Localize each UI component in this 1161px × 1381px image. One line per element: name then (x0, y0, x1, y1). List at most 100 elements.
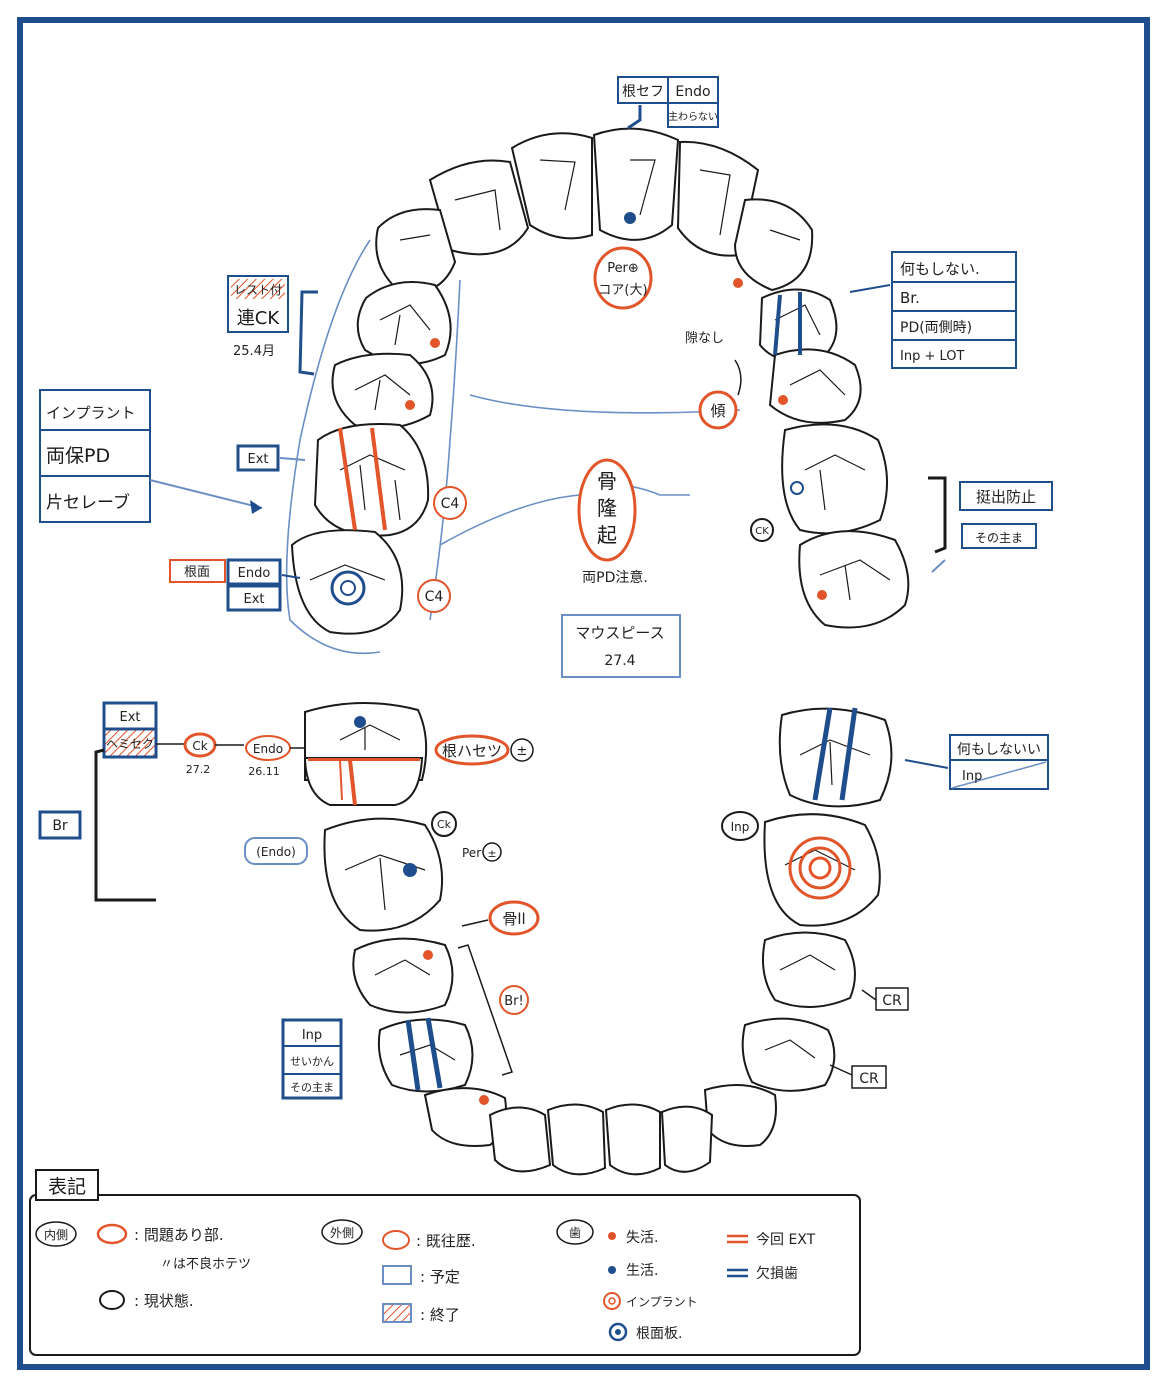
tooth-lower-premolar-r1 (762, 931, 856, 1009)
anno-inp-stack: Inp せいかん その主ま (281, 1018, 343, 1100)
option-selev: 片セレーブ (46, 492, 130, 513)
legend-missing: 欠損歯 (756, 1266, 798, 1282)
label-br-lower: Br (52, 818, 68, 834)
label-ck-upper: CK (755, 526, 769, 537)
anno-right-lower-options: 挺出防止 その主ま (928, 476, 1053, 573)
label-bone-2: 隆 (597, 496, 617, 520)
label-note-top: 主わらない (668, 111, 718, 123)
tooth-lower-incisor-2 (546, 1103, 607, 1176)
option-implant: インプラント (46, 404, 136, 422)
anno-ck2-lower: Ck (431, 811, 457, 837)
anno-ext-upper: Ext (236, 444, 306, 472)
markers-upper (330, 212, 827, 606)
legend-title: 表記 (48, 1176, 86, 1198)
legend-inner-bad: 〃は不良ホテツ (160, 1256, 251, 1272)
label-plusminus: ± (517, 744, 528, 759)
fissures-upper (309, 159, 891, 601)
option-br: Br. (900, 289, 920, 307)
anno-right-options: 何もしない. Br. PD(両側時) Inp + LOT (849, 251, 1017, 369)
label-bone-1: 骨 (597, 469, 617, 493)
option-pd-both: 両保PD (46, 445, 110, 467)
legend-implant: インプラント (626, 1295, 698, 1309)
option-keep-lower: その主ま (290, 1081, 334, 1094)
tooth-lower-incisor-1 (488, 1106, 552, 1173)
label-hemisection: ヘミセク (106, 737, 154, 751)
tooth-lower-premolar-r2 (741, 1017, 836, 1092)
anno-left-options: インプラント 両保PD 片セレーブ (39, 389, 263, 523)
label-root-surface: 根面 (184, 565, 210, 580)
label-ck-date: 27.2 (186, 763, 211, 776)
lower-arch (303, 701, 893, 1176)
tooth-upper-molar-r2 (798, 530, 910, 629)
label-ext-upper: Ext (247, 452, 268, 467)
label-cr2: CR (859, 1071, 879, 1087)
label-gap: 隙なし (685, 331, 724, 346)
label-ext-lower: Ext (119, 710, 140, 725)
tooth-lower-molar-l2 (323, 817, 444, 932)
anno-inp-right: Inp (721, 811, 759, 841)
tooth-upper-canine-left (375, 208, 457, 294)
label-rest-date: 25.4月 (233, 344, 275, 359)
label-bone-3: 起 (597, 523, 617, 547)
option-keep: その主ま (975, 531, 1023, 545)
anno-bone: 骨 隆 起 両PD注意. (577, 458, 648, 586)
legend-planned: : 予定 (420, 1268, 460, 1286)
label-per: Per⊕ (607, 261, 639, 276)
legend-vital-dot (608, 1266, 616, 1274)
anno-root-crack: 根ハセツ ± (434, 734, 534, 766)
tooth-lower-molar-l1-bottom (303, 757, 424, 806)
tooth-upper-incisor-center (592, 127, 680, 241)
label-endo2: (Endo) (256, 845, 296, 859)
label-root-crack: 根ハセツ (442, 742, 502, 760)
legend-devital: 失活. (626, 1230, 658, 1246)
anno-br-lower: Br (38, 810, 82, 840)
anno-ck-upper: CK (750, 518, 774, 542)
anno-upper-center-top: 根セフ Endo 主わらない (617, 76, 719, 130)
option-seikan: せいかん (290, 1055, 334, 1068)
legend-inner-label: 内側 (44, 1228, 68, 1242)
anno-c4-upper: C4 (433, 486, 467, 520)
tooth-upper-premolar-l1 (356, 281, 452, 365)
label-mouthpiece: マウスピース (575, 624, 664, 642)
anno-root-endo: 根面 Endo Ext (169, 558, 301, 612)
label-core: コア(大) (598, 283, 647, 298)
label-rest: レスト付 (234, 283, 282, 297)
tooth-lower-incisor-4 (660, 1105, 714, 1173)
anno-per-lower: Per ± (462, 842, 502, 862)
tooth-lower-canine-r (703, 1084, 777, 1147)
tooth-upper-lateral-left (428, 159, 530, 256)
tooth-upper-incisor-left (510, 132, 593, 240)
label-cr1: CR (882, 993, 902, 1009)
option-nothing: 何もしない. (900, 260, 980, 278)
label-per-lower: Per (462, 846, 481, 860)
label-nesep: 根セフ (622, 84, 664, 100)
legend-devital-dot (608, 1232, 616, 1240)
label-ext2-upper: Ext (243, 592, 264, 607)
tooth-upper-premolar-r2 (768, 348, 862, 424)
legend-history: : 既往歴. (416, 1232, 476, 1250)
anno-c4-lower: C4 (417, 579, 451, 613)
label-tilt: 傾 (710, 402, 725, 420)
label-ren-ck: 連CK (237, 308, 281, 329)
legend: 表記 内側 : 問題あり部. 〃は不良ホテツ : 現状態. 外側 : 既往歴. … (29, 1169, 861, 1356)
label-br2: Br! (504, 994, 523, 1009)
anno-br2-lower: Br! (457, 944, 529, 1076)
anno-tilt: 傾 (698, 390, 738, 430)
markers-lower (308, 707, 858, 1105)
tooth-lower-molar-r2 (763, 813, 881, 927)
label-endo-date: 26.11 (248, 765, 280, 778)
tooth-upper-canine-right (733, 198, 814, 292)
option-inp: Inp + LOT (900, 349, 964, 364)
label-endo-lower: Endo (253, 742, 283, 756)
legend-tooth-label: 歯 (569, 1226, 581, 1240)
label-per-symbol: ± (487, 847, 496, 860)
upper-arch (290, 127, 910, 635)
option-nothing-lower: 何もしないい (957, 742, 1041, 758)
legend-root-plate: 根面板. (636, 1326, 682, 1342)
label-mouthpiece-date: 27.4 (604, 653, 635, 669)
anno-per-core: Per⊕ コア(大) (593, 246, 653, 310)
label-inp-right: Inp (731, 820, 750, 834)
anno-lower-left-stack: Ext ヘミセク (94, 701, 185, 902)
label-endo-upper: Endo (238, 566, 271, 581)
